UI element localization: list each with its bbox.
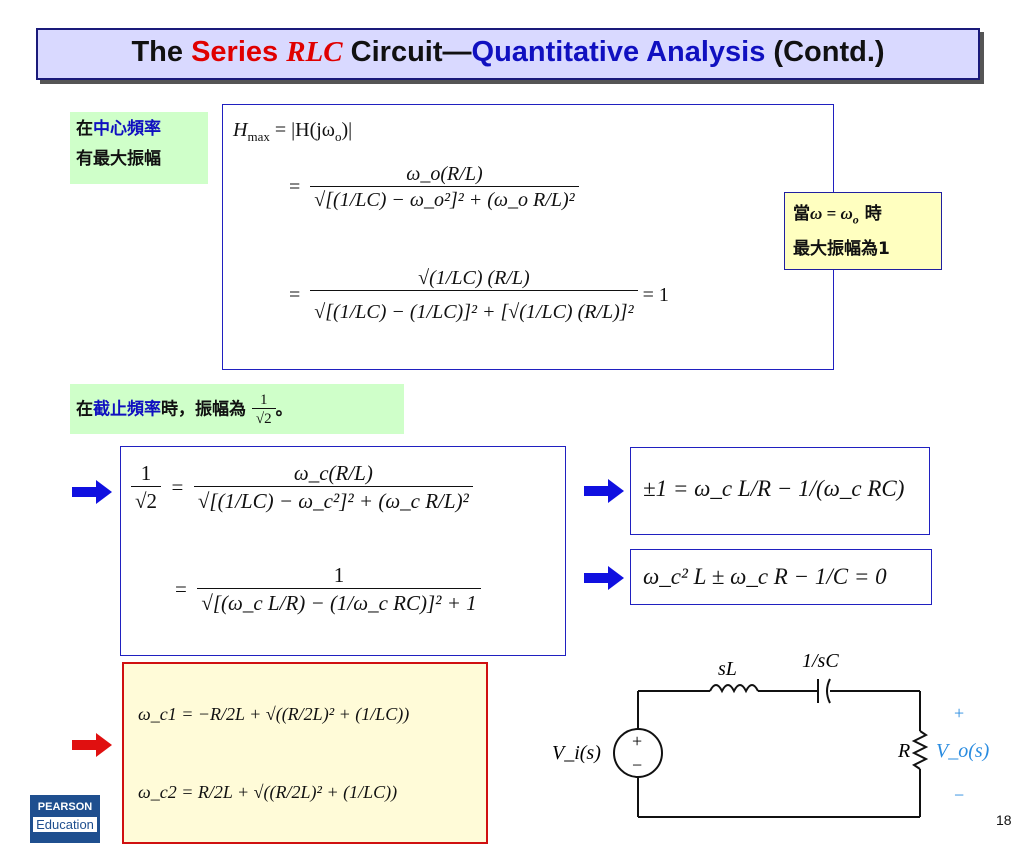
- blue-arrow-icon: [584, 566, 624, 590]
- hmax-rhs-sub: o: [334, 129, 342, 144]
- note-center-line2: 有最大振幅: [76, 149, 161, 169]
- roots-box: ω_c1 = −R/2L + √((R/2L)² + (1/LC)) ω_c2 …: [122, 662, 488, 844]
- title-text-the: The: [131, 36, 192, 68]
- note-max-amplitude: 當ω = ωo 時 最大振幅為1: [784, 192, 942, 270]
- hmax-line1: Hmax = |H(jωo)|: [233, 119, 352, 145]
- note-cutoff-frac-num: 1: [260, 392, 268, 408]
- source-label: V_i(s): [552, 742, 601, 764]
- hmax-fraction-1: ω_o(R/L) √[(1/LC) − ω_o²]² + (ω_o R/L)²: [310, 163, 579, 212]
- cutoff-fraction-2: 1 √[(ω_c L/R) − (1/ω_c RC)]² + 1: [197, 563, 481, 616]
- note-cutoff-text-c: 時，振幅為: [161, 399, 246, 420]
- inductor-label: sL: [718, 658, 737, 680]
- cutoff-lhs-fraction: 1 √2: [131, 461, 162, 514]
- note-center-term: 中心頻率: [93, 119, 161, 139]
- title-text-contd: (Contd.): [765, 36, 885, 68]
- cutoff-fraction-1-num: ω_c(R/L): [293, 461, 373, 485]
- note-cutoff-frac-den: √2: [251, 408, 276, 427]
- note-max-when: 時: [858, 204, 882, 224]
- hmax-line3: = √(1/LC) (R/L) √[(1/LC) − (1/LC)]² + [√…: [289, 267, 669, 324]
- blue-arrow-icon: [584, 479, 624, 503]
- cutoff-fraction-1-den: √[(1/LC) − ω_c²]² + (ω_c R/L)²: [193, 486, 473, 514]
- output-label: V_o(s): [936, 740, 990, 762]
- blue-arrow-icon: [72, 480, 112, 504]
- cutoff-fraction-1: ω_c(R/L) √[(1/LC) − ω_c²]² + (ω_c R/L)²: [193, 461, 473, 514]
- pm1-equation-box: ±1 = ω_c L/R − 1/(ω_c RC): [630, 447, 930, 535]
- resistor-label: R: [897, 740, 910, 762]
- hmax-fraction-2-den: √[(1/LC) − (1/LC)]² + [√(1/LC) (R/L)]²: [310, 290, 638, 324]
- capacitor-label: 1/sC: [802, 650, 839, 672]
- logo-line1: PEARSON: [37, 801, 93, 813]
- quadratic-equation-box: ω_c² L ± ω_c R − 1/C = 0: [630, 549, 932, 605]
- source-plus-sign: +: [632, 731, 642, 751]
- hmax-result: = 1: [642, 284, 669, 306]
- hmax-line2: = ω_o(R/L) √[(1/LC) − ω_o²]² + (ω_o R/L)…: [289, 163, 579, 212]
- hmax-fraction-2: √(1/LC) (R/L) √[(1/LC) − (1/LC)]² + [√(1…: [310, 267, 638, 324]
- pm1-equation: ±1 = ω_c L/R − 1/(ω_c RC): [643, 476, 905, 501]
- hmax-lhs-sub: max: [247, 129, 270, 144]
- red-arrow-icon: [72, 733, 112, 757]
- cutoff-lhs-num: 1: [140, 461, 152, 485]
- pearson-education-logo: PEARSON Education: [30, 795, 100, 843]
- logo-line2: Education: [33, 817, 97, 832]
- cutoff-lhs-den: √2: [131, 486, 162, 514]
- cutoff-fraction-2-den: √[(ω_c L/R) − (1/ω_c RC)]² + 1: [197, 588, 481, 616]
- note-max-sub: o: [852, 212, 859, 227]
- note-cutoff-text-a: 在: [76, 399, 93, 420]
- root-wc2: ω_c2 = R/2L + √((R/2L)² + (1/LC)): [138, 782, 398, 802]
- cutoff-line1: 1 √2 = ω_c(R/L) √[(1/LC) − ω_c²]² + (ω_c…: [131, 461, 473, 514]
- note-max-line2: 最大振幅為1: [793, 239, 890, 260]
- page-number: 18: [996, 812, 1012, 828]
- title-text-circuit: Circuit—: [342, 36, 472, 68]
- note-cutoff-fraction: 1 √2: [251, 392, 276, 427]
- hmax-equation-box: Hmax = |H(jωo)| = ω_o(R/L) √[(1/LC) − ω_…: [222, 104, 834, 370]
- slide-title: The Series RLC Circuit—Quantitative Anal…: [38, 36, 978, 69]
- note-cutoff: 在截止頻率時，振幅為 1 √2 。: [70, 384, 404, 434]
- cutoff-line2: = 1 √[(ω_c L/R) − (1/ω_c RC)]² + 1: [175, 563, 481, 616]
- note-max-text: 當: [793, 204, 810, 224]
- cutoff-fraction-2-num: 1: [333, 563, 345, 587]
- cutoff-equation-box: 1 √2 = ω_c(R/L) √[(1/LC) − ω_c²]² + (ω_c…: [120, 446, 566, 656]
- hmax-lhs: H: [233, 119, 248, 141]
- hmax-rhs: = |H(jω: [274, 119, 335, 141]
- hmax-fraction-1-den: √[(1/LC) − ω_o²]² + (ω_o R/L)²: [310, 186, 579, 212]
- quadratic-equation: ω_c² L ± ω_c R − 1/C = 0: [643, 564, 887, 589]
- root-wc1: ω_c1 = −R/2L + √((R/2L)² + (1/LC)): [138, 704, 410, 724]
- note-cutoff-text-d: 。: [275, 399, 293, 420]
- note-center-frequency: 在中心頻率 有最大振幅: [70, 112, 208, 184]
- source-minus-sign: −: [632, 755, 642, 775]
- title-text-quantitative: Quantitative Analysis: [471, 36, 766, 68]
- title-text-rlc: RLC: [286, 36, 343, 68]
- output-minus-sign: −: [954, 785, 964, 805]
- series-rlc-circuit-diagram: + − sL 1/sC V_i(s) R V_o(s) + −: [552, 650, 990, 818]
- output-plus-sign: +: [954, 703, 964, 723]
- hmax-rhs-end: )|: [341, 119, 353, 141]
- hmax-fraction-2-num: √(1/LC) (R/L): [418, 267, 530, 289]
- title-text-series: Series: [191, 36, 287, 68]
- title-banner: The Series RLC Circuit—Quantitative Anal…: [36, 28, 980, 80]
- note-max-omega: ω = ω: [810, 204, 853, 223]
- note-center-text: 在: [76, 119, 93, 139]
- hmax-fraction-1-num: ω_o(R/L): [406, 163, 483, 185]
- note-cutoff-term: 截止頻率: [93, 399, 161, 420]
